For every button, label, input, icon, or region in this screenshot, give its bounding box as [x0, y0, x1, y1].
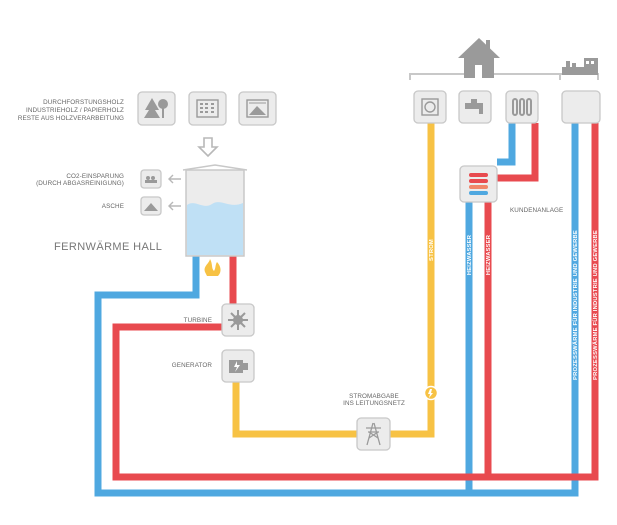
- power-tower-icon: [366, 422, 381, 446]
- return-pipe-tap: [497, 123, 516, 166]
- turbine-label: TURBINE: [184, 317, 212, 324]
- sawdust-icon: [246, 99, 269, 118]
- grid-labels: STROMABGABE INS LEITUNGSNETZ: [343, 393, 405, 407]
- house-icon: [458, 38, 500, 78]
- generator-label: GENERATOR: [172, 362, 213, 369]
- grid-label-1: STROMABGABE: [349, 393, 399, 400]
- power-tower-box: [356, 417, 391, 451]
- pipes: [94, 123, 599, 497]
- forest-icon: [144, 98, 168, 118]
- radiator-icon: [512, 98, 532, 116]
- co2-box: [140, 169, 162, 189]
- co2-label-2: (DURCH ABGASREINIGUNG): [36, 180, 124, 187]
- wood-chips-box: [188, 91, 227, 126]
- power-line-label: STROM: [429, 239, 435, 261]
- factory-box: [561, 90, 601, 124]
- vertical-labels: STROM HEIZWASSER HEIZWASSER PROZESSWÄRME…: [429, 230, 599, 380]
- ash-label: ASCHE: [102, 203, 124, 210]
- fuel-boxes: [137, 91, 277, 126]
- arrow-left-icon: [168, 174, 181, 184]
- house-bracket: [409, 73, 599, 80]
- power-line: [232, 123, 435, 438]
- heat-exchanger-icon: [469, 173, 488, 195]
- arrow-left-icon: [168, 201, 181, 211]
- return-pipe-main: [94, 123, 579, 497]
- tank-icon: [182, 164, 248, 257]
- grid-label-2: INS LEITUNGSNETZ: [343, 400, 405, 407]
- plant-title: FERNWÄRME HALL: [54, 241, 162, 253]
- socket-box: [413, 90, 447, 124]
- plug-icon: [423, 385, 439, 401]
- radiator-box: [505, 90, 539, 124]
- generator-box: [221, 349, 255, 383]
- tank-side-labels: CO2-EINSPARUNG (DURCH ABGASREINIGUNG) AS…: [36, 173, 124, 210]
- heat-exchanger-box: [459, 165, 498, 203]
- wood-chips-icon: [196, 99, 219, 118]
- ash-box: [140, 196, 162, 216]
- supply-pipe-radiator: [497, 123, 539, 182]
- generator-icon: [229, 360, 248, 373]
- industry-label-supply: PROZESSWÄRME FÜR INDUSTRIE UND GEWERBE: [592, 230, 599, 380]
- factory-icon: [562, 58, 598, 75]
- fuel-label-1: DURCHFORSTUNGSHOLZ: [43, 99, 124, 106]
- arrow-down-icon: [197, 137, 219, 158]
- fuel-label-2: INDUSTRIEHOLZ / PAPIERHOLZ: [26, 107, 124, 114]
- fuel-label-3: RESTE AUS HOLZVERARBEITUNG: [18, 115, 124, 122]
- heating-water-label-return: HEIZWASSER: [467, 234, 473, 275]
- supply-pipe-turbine: [112, 123, 599, 481]
- ash-icon: [144, 203, 158, 211]
- co2-icon: [145, 176, 157, 183]
- socket-icon: [421, 98, 439, 116]
- industry-label-return: PROZESSWÄRME FÜR INDUSTRIE UND GEWERBE: [572, 230, 579, 380]
- co2-label-1: CO2-EINSPARUNG: [66, 173, 124, 180]
- heating-water-label-supply: HEIZWASSER: [486, 234, 492, 275]
- tap-icon: [465, 99, 483, 114]
- turbine-box: [221, 303, 255, 337]
- customer-station-label: KUNDENANLAGE: [510, 207, 563, 214]
- flame-icon: [204, 259, 221, 276]
- tank-water: [187, 202, 243, 255]
- machine-labels: TURBINE GENERATOR: [172, 317, 213, 369]
- small-arrows: [168, 174, 181, 211]
- forest-box: [137, 91, 176, 126]
- sawdust-box: [238, 91, 277, 126]
- tap-box: [458, 90, 492, 124]
- fuel-labels: DURCHFORSTUNGSHOLZ INDUSTRIEHOLZ / PAPIE…: [18, 99, 124, 122]
- turbine-icon: [228, 310, 248, 330]
